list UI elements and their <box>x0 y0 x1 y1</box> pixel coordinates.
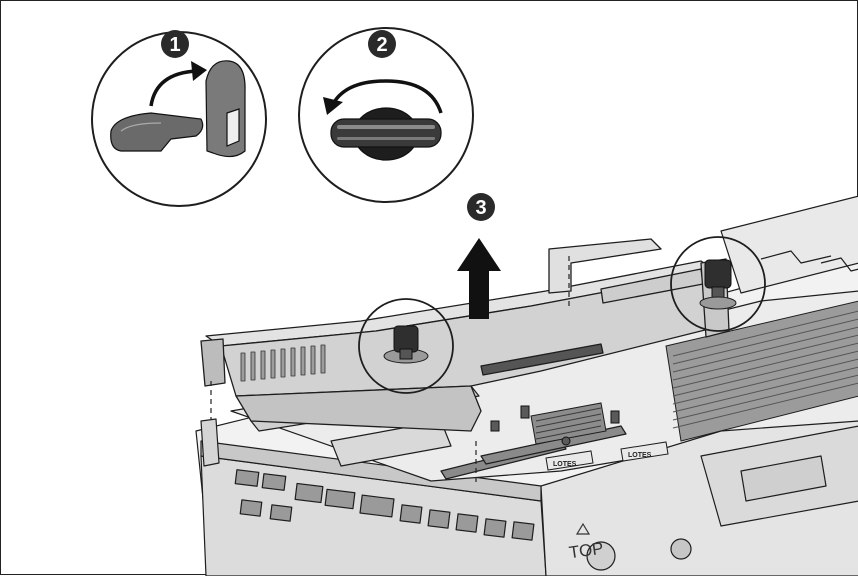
callout-circle-right <box>670 236 766 332</box>
knob-icon <box>330 107 442 161</box>
board-standoffs <box>490 405 620 446</box>
heatsink-small <box>530 402 607 445</box>
rotate-up-arrow <box>149 61 207 107</box>
latch-closed-icon <box>110 112 204 152</box>
step-2-badge <box>368 30 396 58</box>
step-3-badge-group: 3 <box>467 193 495 221</box>
lotes-label-a: LOTES <box>553 461 577 468</box>
lotes-connector-a: LOTES <box>545 450 594 471</box>
thumbscrew-right <box>670 236 766 332</box>
alignment-guides <box>210 256 570 486</box>
lotes-label-b: LOTES <box>628 452 652 459</box>
top-marking: TOP <box>568 522 605 563</box>
pci-riser-cage <box>200 238 730 432</box>
step-3-number: 3 <box>475 197 486 219</box>
dimm-slots <box>440 425 627 480</box>
step-1-number: 1 <box>169 34 180 56</box>
step-3-badge <box>467 193 495 221</box>
thumbscrew-left <box>358 298 454 394</box>
latch-open-icon <box>205 60 246 158</box>
step-1-badge <box>161 30 189 58</box>
lift-up-arrow <box>457 238 501 319</box>
callout-circle-left <box>358 298 454 394</box>
rotate-counterclockwise-arrow <box>323 79 443 115</box>
step-2-callout: 2 <box>298 27 474 203</box>
rear-io-ports <box>234 469 535 541</box>
heatsink-large <box>665 300 858 442</box>
lotes-connector-b: LOTES <box>620 441 669 462</box>
riser-vents <box>240 344 326 382</box>
step-2-number: 2 <box>376 34 387 56</box>
step-1-callout: 1 <box>91 30 267 207</box>
top-label: TOP <box>568 539 605 563</box>
